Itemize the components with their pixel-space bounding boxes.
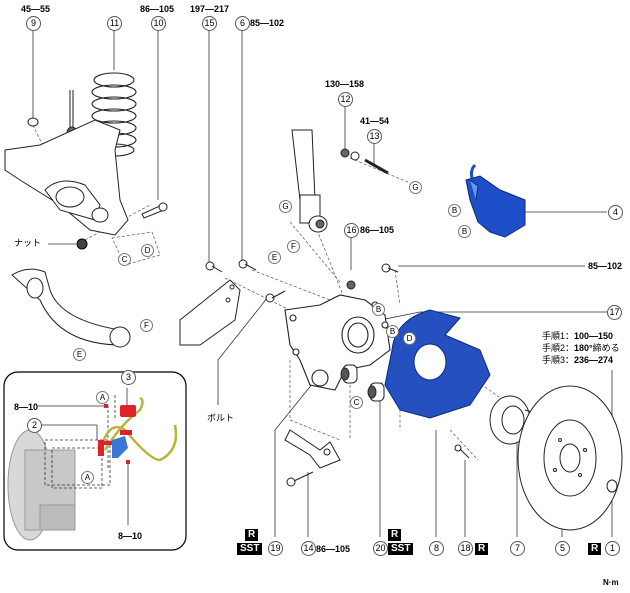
- part-number-6: 6: [235, 16, 250, 31]
- ref-letter-d-upper: D: [141, 244, 154, 257]
- part-number-1: 1: [605, 541, 620, 556]
- leader-17: [379, 311, 607, 321]
- ref-letter-f-arm: F: [140, 319, 153, 332]
- torque-13: 41—54: [360, 116, 390, 126]
- nut-callout: ナット: [14, 238, 42, 248]
- knuckle-art: [284, 294, 391, 391]
- ref-letter-e-arm: E: [73, 348, 86, 361]
- ref-letter-b-knuckle-2: B: [386, 325, 399, 338]
- hub-nut-art: [606, 479, 618, 493]
- part-number-5: 5: [555, 541, 570, 556]
- step3-value: 236—274: [574, 355, 614, 365]
- ref-letter-c-bushing: C: [350, 396, 363, 409]
- torque-14: 86—105: [316, 544, 351, 554]
- nut-art: [76, 238, 88, 250]
- ref-letter-f-knuckle: F: [287, 240, 300, 253]
- ref-letter-a-inset-top: A: [96, 391, 109, 404]
- brake-disc-art: [517, 385, 623, 531]
- part-number-11: 11: [107, 16, 122, 31]
- leader-bolt: [217, 296, 269, 405]
- inset-art: [7, 388, 178, 541]
- step2-value: 180°: [574, 343, 593, 353]
- shock-absorber-art: [291, 129, 328, 233]
- ref-letter-b-caliper-1: B: [448, 204, 461, 217]
- tightening-step-1: 手順1：100—150: [542, 331, 613, 342]
- ref-letter-c-upper: C: [118, 253, 131, 266]
- step2-label: 手順2：: [542, 343, 575, 353]
- part-number-19: 19: [268, 541, 283, 556]
- torque-9: 45—55: [21, 4, 51, 14]
- torque-12: 130—158: [325, 79, 365, 89]
- tightening-step-2: 手順2：180°締める: [542, 343, 620, 354]
- replace-tag-1: R: [588, 543, 602, 555]
- unit-label: N·m: [603, 578, 619, 587]
- replace-tag-20: R: [388, 529, 402, 541]
- part-number-7: 7: [510, 541, 525, 556]
- upper-arm-art: [11, 268, 131, 348]
- part-number-9: 9: [26, 16, 41, 31]
- part-number-18: 18: [458, 541, 473, 556]
- replace-tag-19: R: [245, 529, 259, 541]
- ref-letter-b-knuckle-1: B: [372, 303, 385, 316]
- inset-torque-bottom: 8—10: [118, 531, 143, 541]
- replace-tag-18: R: [475, 543, 489, 555]
- ref-letter-e-knuckle: E: [268, 251, 281, 264]
- part-number-20: 20: [373, 541, 388, 556]
- part-number-17: 17: [607, 305, 622, 320]
- part-number-13: 13: [367, 129, 382, 144]
- tightening-step-3: 手順3：236—274: [542, 355, 613, 366]
- part-number-2: 2: [27, 418, 42, 433]
- bracket-art: [179, 279, 241, 346]
- step1-value: 100—150: [574, 331, 614, 341]
- part-number-16: 16: [344, 223, 359, 238]
- bolt-callout: ボルト: [207, 413, 235, 423]
- trailing-link-art: [284, 429, 341, 469]
- step3-label: 手順3：: [542, 355, 575, 365]
- step1-label: 手順1：: [542, 331, 575, 341]
- part-number-3: 3: [121, 370, 136, 385]
- ref-letter-g-shock: G: [279, 200, 292, 213]
- ref-letter-a-inset-bottom: A: [81, 471, 94, 484]
- part-number-8: 8: [429, 541, 444, 556]
- lower-arm-art: [4, 119, 129, 236]
- part-number-4: 4: [608, 205, 623, 220]
- brake-caliper-art: [465, 163, 526, 238]
- torque-4-right: 85—102: [588, 261, 623, 271]
- torque-10: 86—105: [140, 4, 175, 14]
- hub-bearing-art: [489, 395, 533, 445]
- part-number-10: 10: [151, 16, 166, 31]
- part-number-15: 15: [202, 16, 217, 31]
- torque-6: 85—102: [250, 18, 285, 28]
- ref-letter-b-caliper-2: B: [458, 225, 471, 238]
- torque-15: 197—217: [190, 4, 230, 14]
- sst-tag-19: SST: [237, 543, 263, 555]
- part-number-14: 14: [301, 541, 316, 556]
- washer-9-art: [27, 117, 39, 127]
- ref-letter-g-bolt: G: [409, 181, 422, 194]
- dust-shield-art: [384, 309, 491, 419]
- inset-torque-top: 8—10: [14, 402, 39, 412]
- ref-letter-d-knuckle: D: [403, 332, 416, 345]
- sst-tag-20: SST: [388, 543, 414, 555]
- step2-suffix: 締める: [592, 343, 620, 353]
- part-number-12: 12: [338, 92, 353, 107]
- torque-16: 86—105: [360, 225, 395, 235]
